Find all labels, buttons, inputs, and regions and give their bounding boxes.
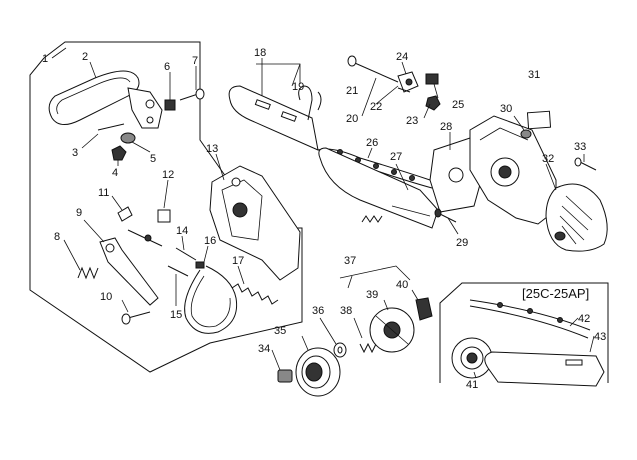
part-number-15: 15 [170,309,182,321]
brake-lever-9 [99,237,159,306]
part-number-14: 14 [176,225,188,237]
drive-sprocket-41 [451,337,493,379]
part-number-25: 25 [452,99,464,111]
part-number-17: 17 [232,255,244,267]
part-number-22: 22 [370,101,382,113]
collar-12 [157,209,171,223]
fan-cover-32 [545,183,608,252]
part-number-labels: 1 2 3 4 5 6 7 8 9 10 11 12 13 14 15 16 1… [42,47,606,391]
part-number-40: 40 [396,279,408,291]
clutch-drum-35 [295,347,341,397]
pin-14 [175,247,197,261]
spring-17 [231,283,279,305]
part-number-31: 31 [528,69,540,81]
chain-cover-13 [209,165,301,281]
part-number-19: 19 [292,81,304,93]
spring-washer-5 [120,132,136,144]
part-number-29: 29 [456,237,468,249]
pin-15 [167,265,189,277]
part-number-3: 3 [72,147,78,159]
part-number-11: 11 [98,187,109,199]
screw-29 [434,208,457,223]
subset-group-frame [439,282,609,383]
collar-25 [425,73,439,85]
part-number-35: 35 [274,325,286,337]
sprocket-guard [48,70,163,129]
part-number-39: 39 [366,289,378,301]
part-number-33: 33 [574,141,586,153]
part-number-41: 41 [466,379,478,391]
part-number-24: 24 [396,51,408,63]
part-number-5: 5 [150,153,156,165]
part-number-1: 1 [42,53,48,65]
part-number-27: 27 [390,151,402,163]
needle-bearing-34 [277,369,293,383]
guide-bar-27 [318,147,439,229]
leader-lines [51,47,595,379]
part-number-34: 34 [258,343,270,355]
part-number-28: 28 [440,121,452,133]
part-number-9: 9 [76,207,82,219]
part-number-21: 21 [346,85,358,97]
part-number-42: 42 [578,313,590,325]
pin-3 [97,123,125,131]
washer-36 [333,342,347,358]
label-31 [526,110,552,130]
bolt-10 [121,311,151,325]
part-number-16: 16 [204,235,216,247]
clutch-hub-40 [415,297,433,321]
collar-6 [164,99,176,111]
nut-23 [425,95,441,111]
clutch-housing [469,115,557,225]
part-number-38: 38 [340,305,352,317]
part-number-7: 7 [192,55,198,67]
subset-label: [25C-25AP] [522,286,589,301]
screw-33 [574,157,597,171]
part-number-30: 30 [500,103,512,115]
guide-bar-43 [484,351,605,387]
part-number-43: 43 [594,331,606,343]
adjuster-24 [397,71,419,93]
part-number-18: 18 [254,47,266,59]
guide-bar-18 [228,85,319,151]
collar-30 [520,129,532,139]
part-number-23: 23 [406,115,418,127]
spring-8 [77,266,99,280]
part-number-36: 36 [312,305,324,317]
pin-11 [117,206,163,247]
adjusting-screw-20 [347,55,399,83]
pin-22 [397,87,411,93]
part-number-8: 8 [54,231,60,243]
bolt-7 [179,88,205,101]
part-number-4: 4 [112,167,118,179]
nut-4 [111,145,127,161]
clutch-spring-38 [359,342,377,354]
part-number-10: 10 [100,291,112,303]
part-number-32: 32 [542,153,554,165]
part-number-2: 2 [82,51,88,63]
part-number-37: 37 [344,255,356,267]
part-number-12: 12 [162,169,174,181]
cable-19 [298,85,322,121]
part-number-26: 26 [366,137,378,149]
spring-clip [361,215,383,223]
clutch-shoe-39 [369,307,415,353]
part-number-6: 6 [164,61,170,73]
brake-band-16 [184,261,238,334]
part-number-13: 13 [206,143,218,155]
saw-chain-42 [469,299,591,339]
part-number-20: 20 [346,113,358,125]
